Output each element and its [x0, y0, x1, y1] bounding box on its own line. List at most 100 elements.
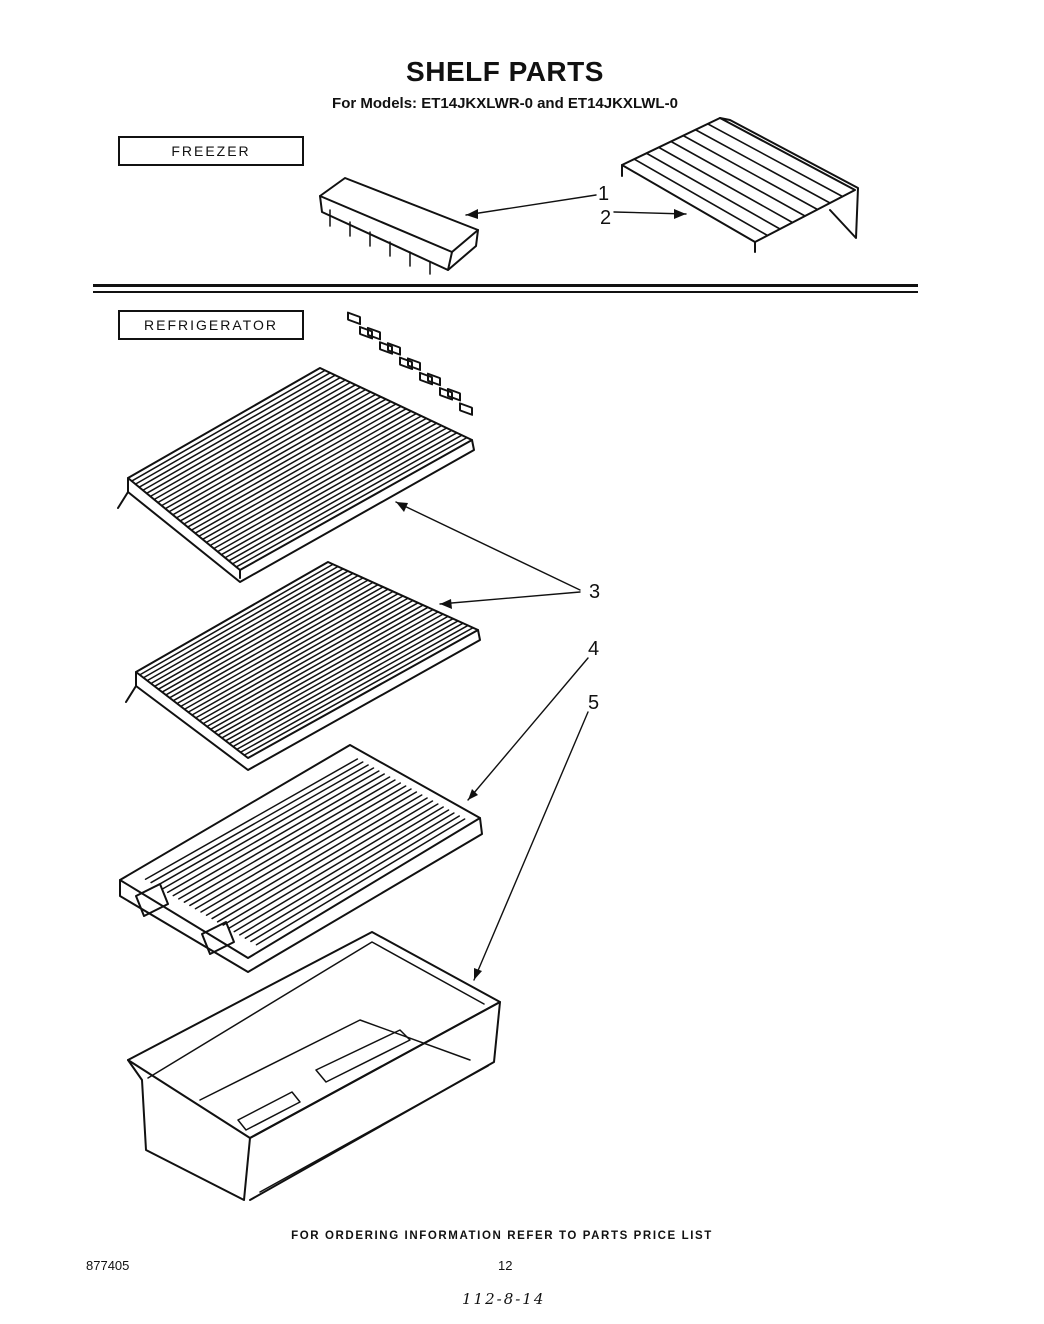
tray-cell	[439, 387, 453, 401]
rod-line	[183, 779, 396, 903]
leader-line-3b	[439, 591, 581, 605]
rod-line	[194, 785, 407, 910]
leader-line-4	[467, 657, 589, 801]
callout-5: 5	[588, 692, 599, 714]
rod-line	[142, 565, 339, 679]
rod-line	[217, 611, 439, 736]
rod-line	[149, 381, 352, 498]
rod-line	[183, 403, 397, 525]
rod-line	[180, 588, 389, 708]
rod-line	[183, 590, 394, 711]
rod-line	[144, 758, 359, 881]
page-number: 12	[498, 1258, 513, 1273]
rod-line	[172, 773, 385, 897]
rod-line	[168, 581, 374, 699]
rod-line	[172, 396, 382, 516]
page-title: SHELF PARTS	[406, 56, 604, 87]
rod-line	[190, 408, 407, 531]
rod-line	[224, 429, 453, 559]
rod-line	[172, 583, 379, 702]
rod-line	[189, 782, 402, 907]
rod-line	[179, 400, 392, 522]
tray-cell	[359, 325, 373, 340]
rod-line	[670, 140, 806, 217]
section-divider-bottom	[93, 291, 918, 293]
rod-line	[157, 574, 359, 690]
rod-line	[694, 128, 831, 204]
tray-cell	[447, 387, 461, 402]
rod-line	[209, 420, 433, 547]
rod-line	[161, 767, 375, 890]
handwritten-note: 112-8-14	[462, 1290, 546, 1308]
tray-cell	[419, 371, 433, 386]
rod-line	[134, 372, 331, 485]
rod-line	[187, 592, 399, 713]
rod-line	[138, 563, 334, 676]
rod-line	[194, 410, 412, 534]
leader-line-1	[465, 194, 597, 216]
document-number: 877405	[86, 1258, 130, 1273]
rod-line	[255, 818, 466, 946]
leader-line-5	[473, 711, 589, 981]
rod-line	[153, 384, 357, 501]
crisper-pan-illustration	[127, 931, 501, 1201]
rod-line	[168, 393, 377, 513]
callout-2: 2	[600, 207, 611, 229]
rod-line	[150, 570, 349, 685]
rod-line	[250, 815, 461, 943]
rod-line	[211, 794, 423, 920]
rod-line	[146, 568, 344, 682]
rod-line	[160, 388, 367, 507]
rod-line	[633, 158, 769, 237]
rod-line	[176, 586, 384, 705]
rod-line	[209, 606, 429, 731]
rod-line	[194, 597, 409, 719]
rod-line	[227, 803, 439, 930]
rod-line	[216, 424, 443, 553]
tray-cell	[347, 311, 361, 326]
rod-line	[706, 123, 844, 198]
rod-line	[231, 434, 463, 565]
callout-1: 1	[598, 183, 609, 205]
rod-line	[235, 436, 468, 568]
rod-line	[228, 617, 454, 745]
tray-cell	[399, 356, 413, 371]
rod-line	[221, 613, 444, 739]
rod-line	[198, 412, 418, 538]
rod-line	[155, 764, 369, 887]
rod-line	[243, 626, 474, 756]
rod-line	[657, 146, 794, 224]
rod-line	[198, 599, 414, 722]
tray-cell	[387, 342, 401, 356]
rod-line	[244, 812, 455, 939]
rod-line	[150, 761, 364, 884]
rod-line	[205, 791, 418, 917]
tray-cell	[407, 357, 421, 371]
tray-cell	[459, 402, 473, 416]
tray-cell	[379, 341, 393, 355]
callout-4: 4	[588, 638, 599, 660]
ice-cube-tray-illustration	[319, 177, 479, 416]
ordering-note: FOR ORDERING INFORMATION REFER TO PARTS …	[291, 1230, 713, 1242]
rod-line	[213, 608, 434, 733]
rod-line	[645, 152, 781, 230]
refrigerator-section-label: REFRIGERATOR	[118, 310, 304, 340]
rod-line	[145, 379, 347, 495]
section-divider-top	[93, 284, 918, 287]
freezer-wire-shelf-illustration	[621, 117, 859, 253]
rod-line	[161, 577, 364, 693]
rod-line	[166, 770, 380, 894]
callout-3: 3	[589, 581, 600, 603]
rod-line	[191, 595, 404, 716]
rod-line	[157, 386, 362, 504]
rod-line	[200, 788, 412, 913]
rod-line	[228, 432, 458, 562]
freezer-section-label: FREEZER	[118, 136, 304, 166]
tray-cell	[427, 372, 441, 387]
rod-line	[130, 369, 326, 482]
rod-line	[165, 579, 369, 696]
upper-refrigerator-shelf-illustration	[117, 367, 475, 583]
rod-line	[153, 572, 354, 688]
rod-line	[216, 797, 428, 923]
